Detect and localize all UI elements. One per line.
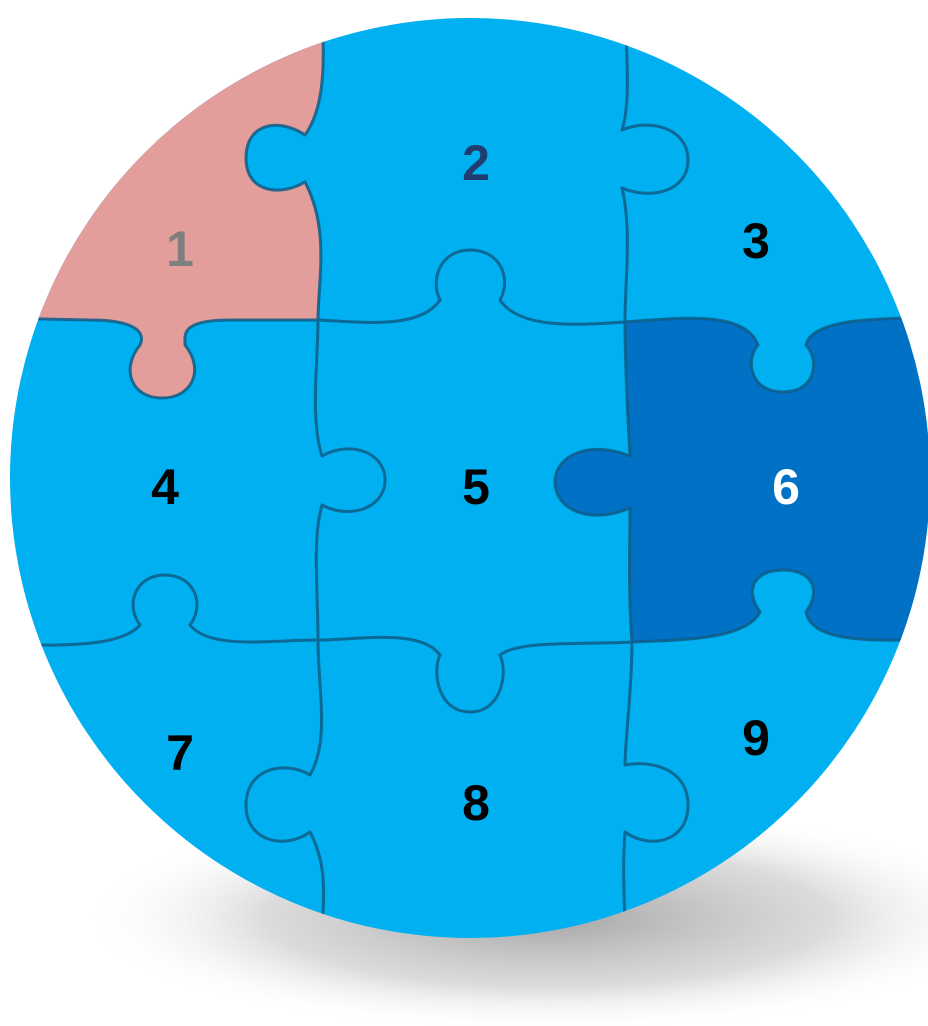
piece-6-label: 6 (772, 459, 800, 515)
piece-4-label: 4 (151, 459, 179, 515)
piece-1-label: 1 (166, 221, 194, 277)
piece-9-label: 9 (742, 710, 770, 766)
piece-8-label: 8 (462, 775, 490, 831)
piece-3-label: 3 (742, 213, 770, 269)
piece-7-label: 7 (166, 725, 194, 781)
piece-2-label: 2 (462, 135, 490, 191)
piece-5-label: 5 (462, 459, 490, 515)
